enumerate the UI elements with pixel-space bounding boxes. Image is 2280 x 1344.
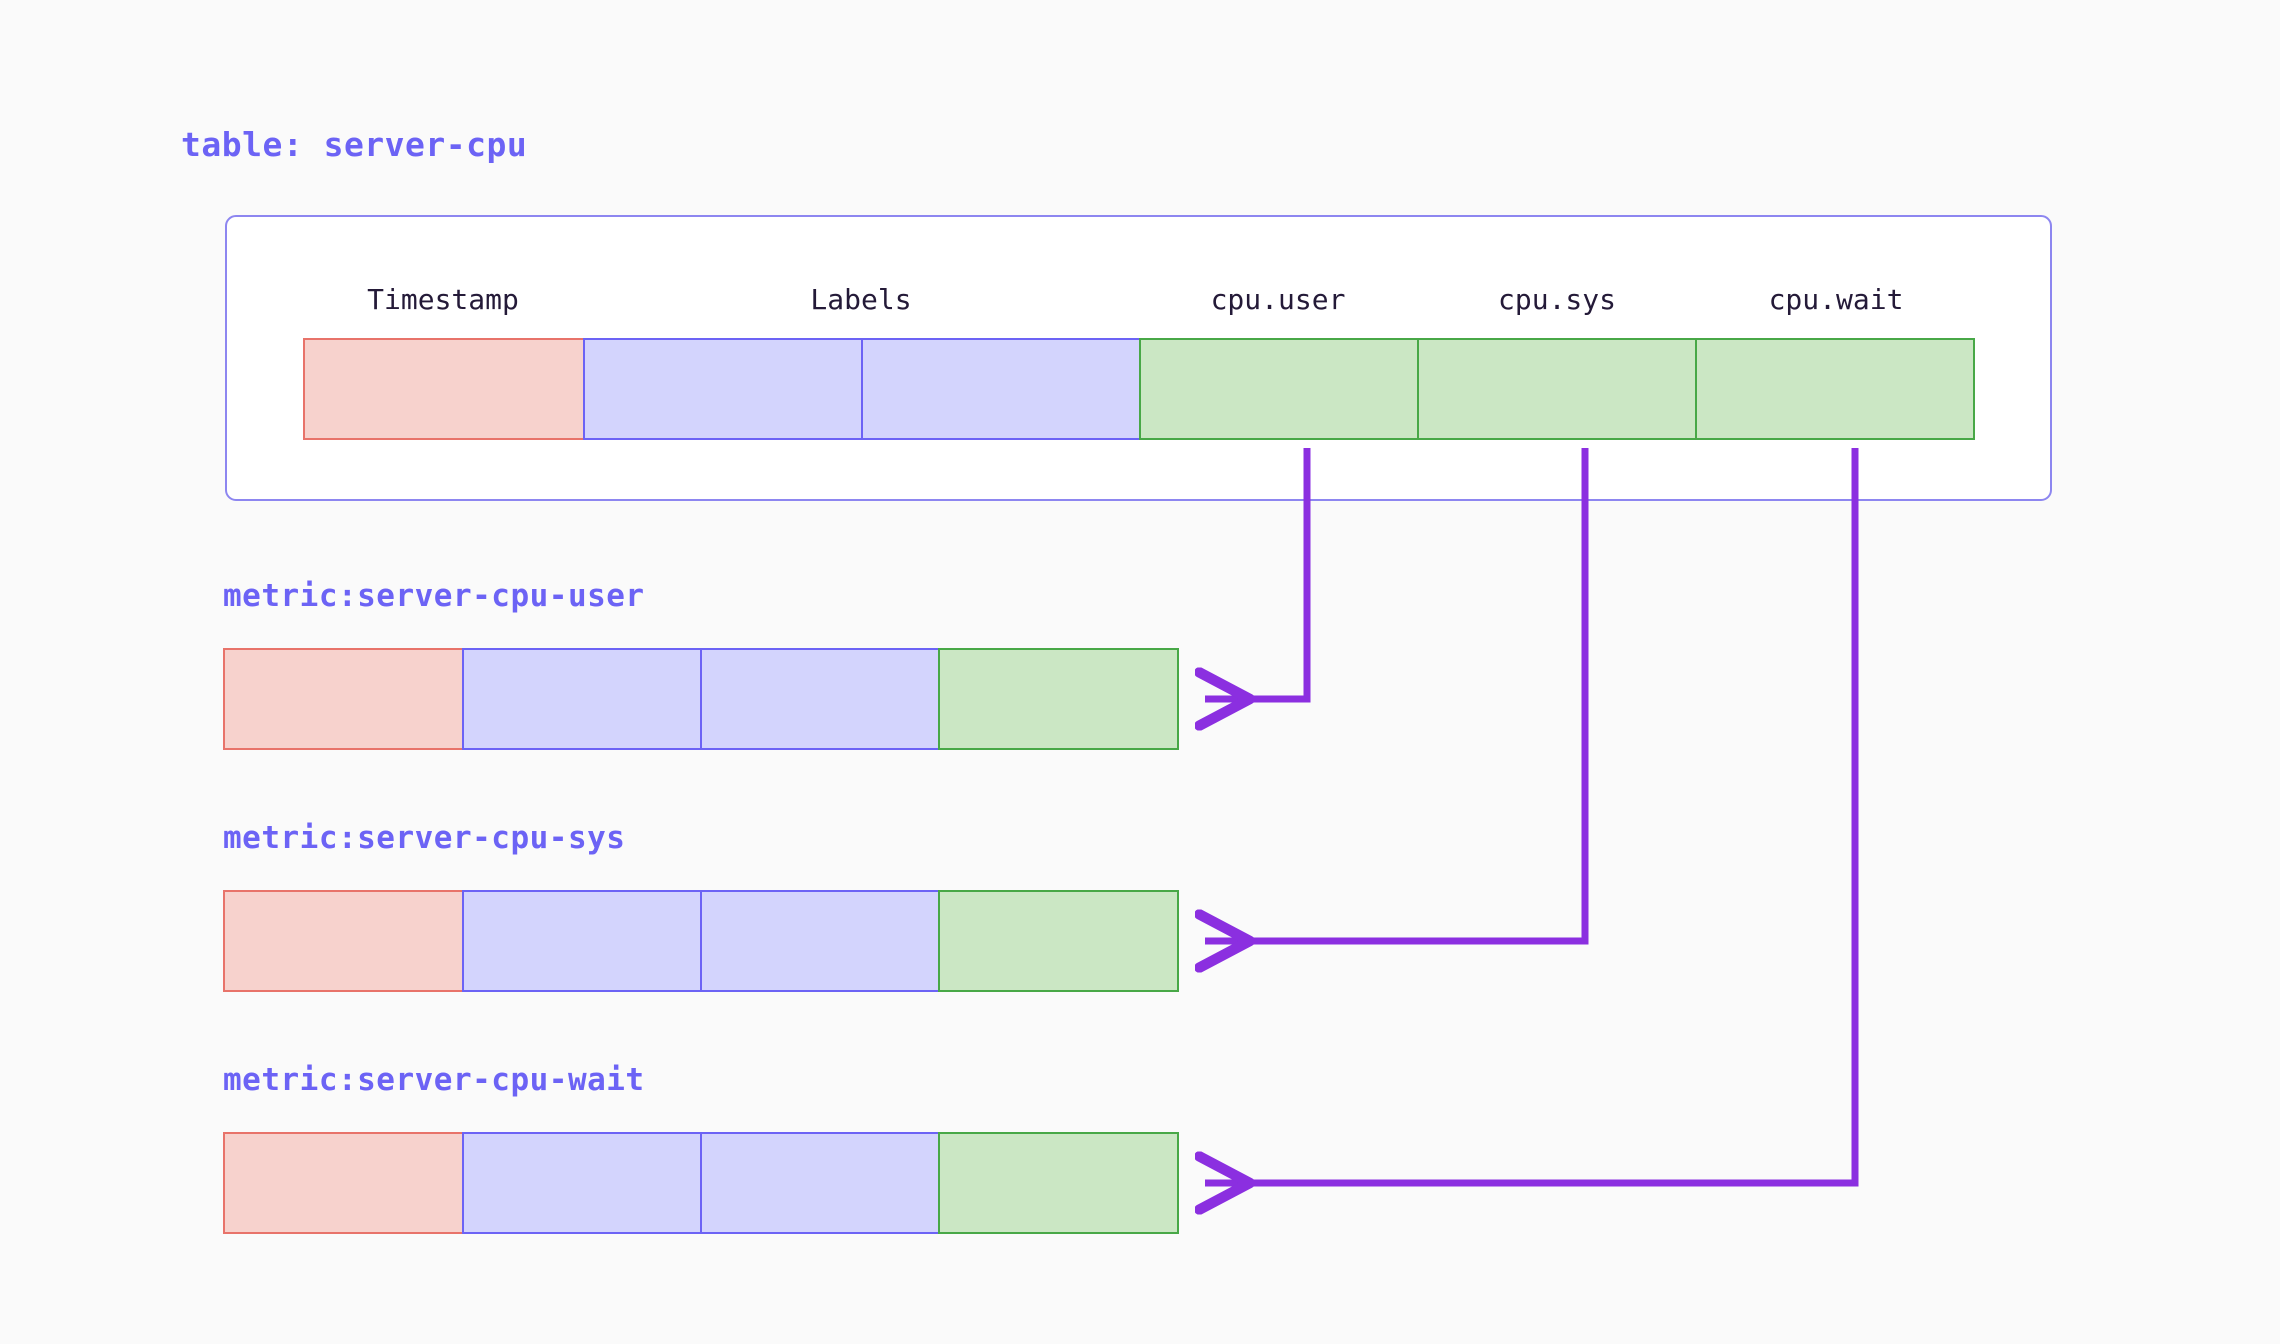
- metric-cell-value: [938, 1132, 1179, 1234]
- metric-title-server-cpu-wait: metric:server-cpu-wait: [223, 1062, 645, 1098]
- metric-cell-timestamp: [223, 648, 464, 750]
- metric-title-server-cpu-sys: metric:server-cpu-sys: [223, 820, 626, 856]
- metric-cell-timestamp: [223, 890, 464, 992]
- metric-cell-label-1: [462, 890, 702, 992]
- connector-cpu-wait: [1205, 448, 1859, 1183]
- metric-cell-label-1: [462, 1132, 702, 1234]
- metric-cell-value: [938, 648, 1179, 750]
- column-header-cpu-user: cpu.user: [1210, 283, 1346, 316]
- metric-title-server-cpu-user: metric:server-cpu-user: [223, 578, 645, 614]
- table-cell-cpu-sys: [1417, 338, 1697, 440]
- table-title: table: server-cpu: [181, 125, 528, 164]
- metric-row-server-cpu-sys: [223, 890, 1181, 992]
- table-cell-cpu-user: [1139, 338, 1419, 440]
- metric-cell-timestamp: [223, 1132, 464, 1234]
- metric-cell-value: [938, 890, 1179, 992]
- metric-cell-label-1: [462, 648, 702, 750]
- table-cell-cpu-wait: [1695, 338, 1975, 440]
- table-cell-label-1: [583, 338, 863, 440]
- table-cell-timestamp: [303, 338, 585, 440]
- connector-cpu-sys: [1205, 448, 1589, 941]
- metric-cell-label-2: [700, 890, 940, 992]
- table-cell-label-2: [861, 338, 1141, 440]
- column-header-cpu-sys: cpu.sys: [1497, 283, 1617, 316]
- table-row: [303, 338, 1977, 440]
- metric-cell-label-2: [700, 648, 940, 750]
- metric-row-server-cpu-wait: [223, 1132, 1181, 1234]
- metric-cell-label-2: [700, 1132, 940, 1234]
- metric-row-server-cpu-user: [223, 648, 1181, 750]
- column-header-cpu-wait: cpu.wait: [1768, 283, 1904, 316]
- column-header-timestamp: Timestamp: [367, 283, 519, 316]
- column-header-labels: Labels: [810, 283, 912, 316]
